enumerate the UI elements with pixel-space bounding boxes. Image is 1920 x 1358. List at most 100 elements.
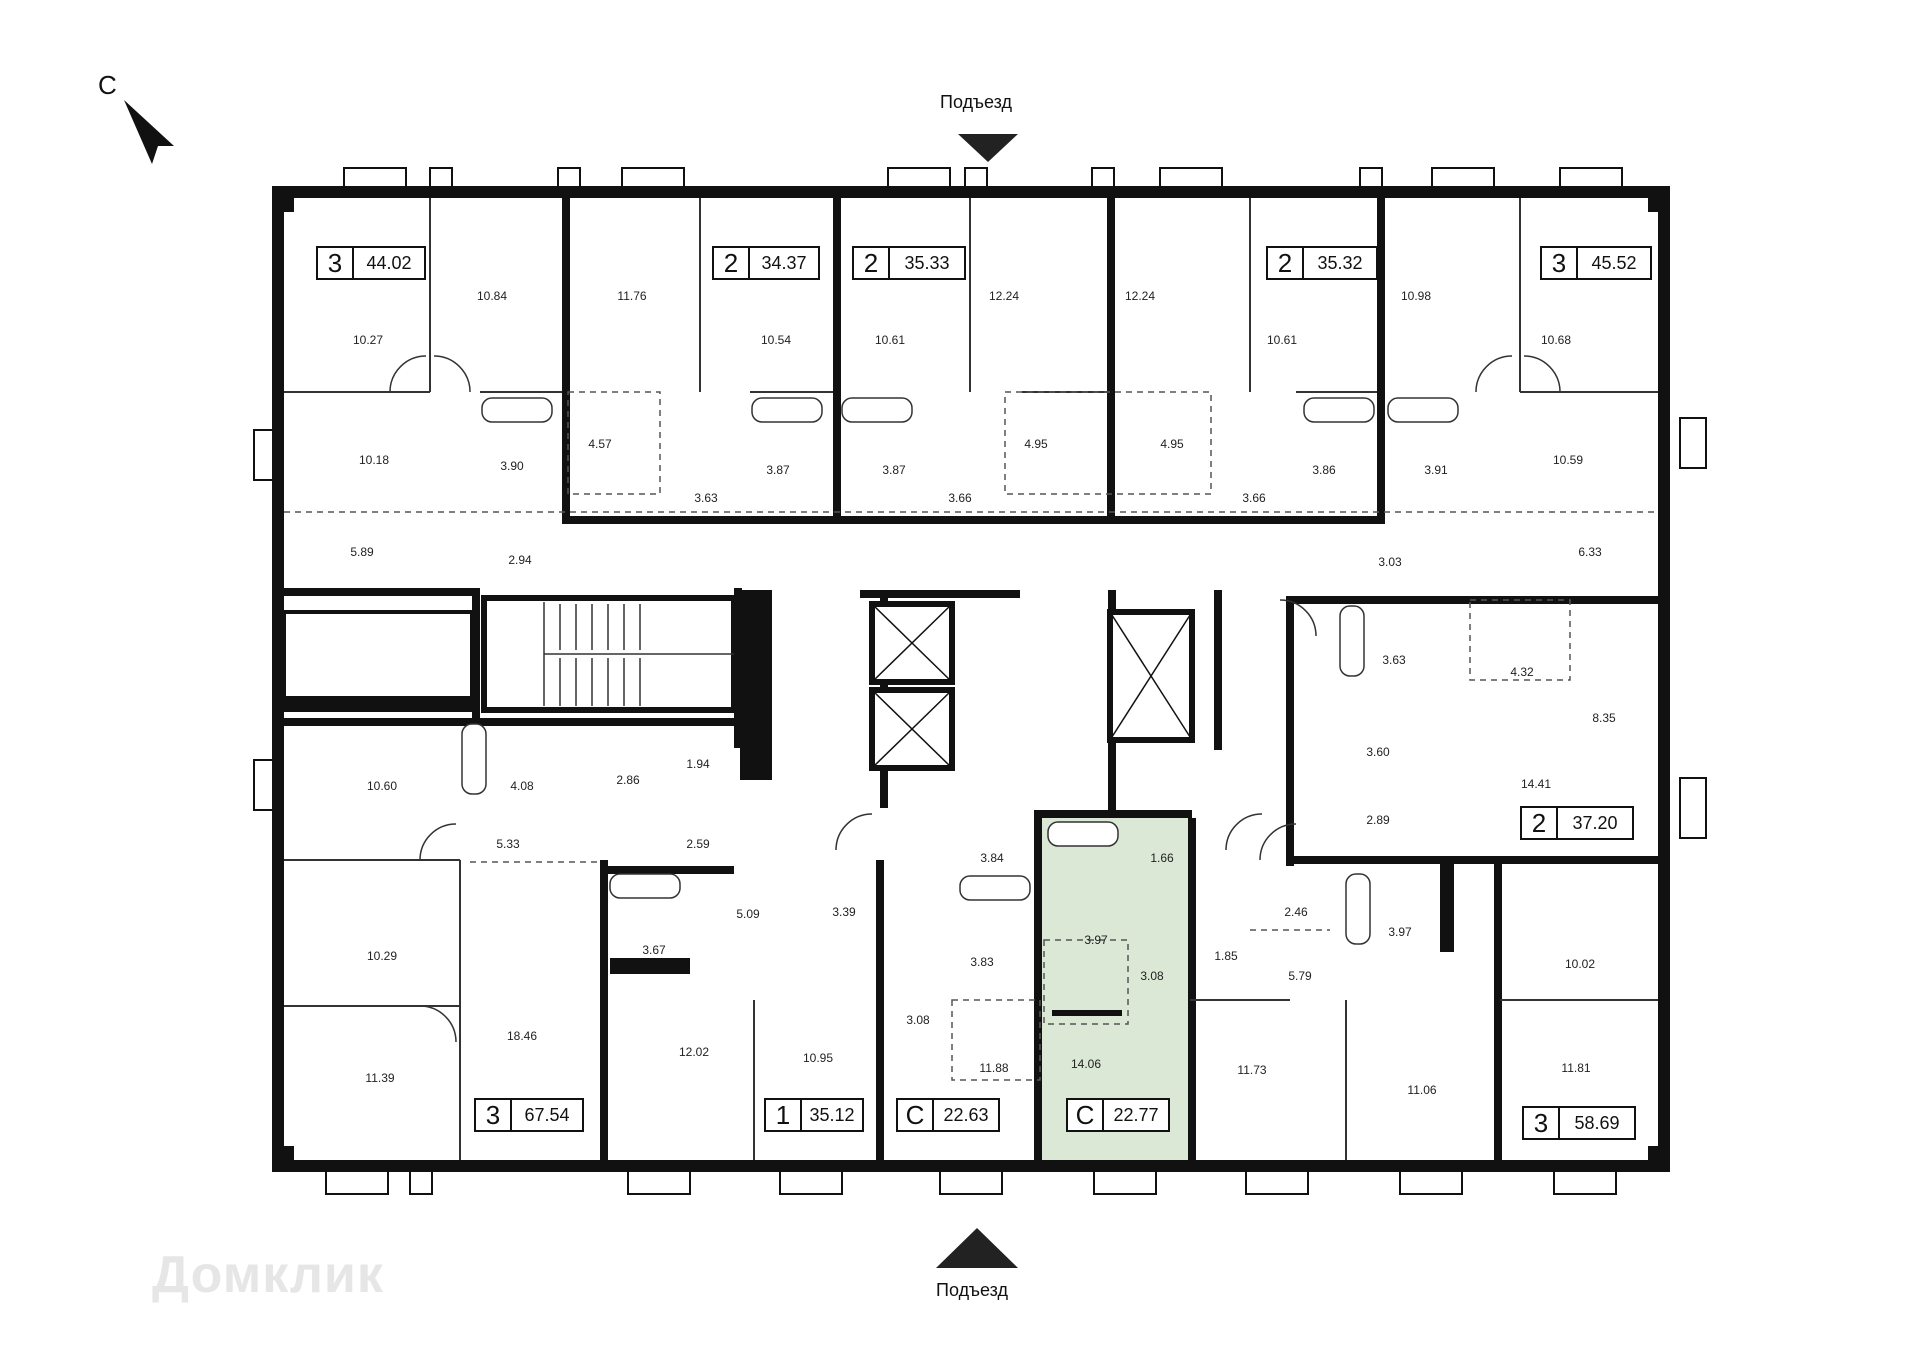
apartment-area: 35.32 bbox=[1317, 252, 1363, 273]
room-area: 10.98 bbox=[1400, 289, 1432, 303]
room-area: 11.39 bbox=[365, 1071, 395, 1085]
apartment-tag[interactable]: 3 58.69 bbox=[1522, 1106, 1636, 1140]
entrance-label-bottom: Подъезд bbox=[936, 1280, 1008, 1300]
room-area: 5.09 bbox=[736, 907, 760, 921]
room-area: 11.81 bbox=[1561, 1061, 1591, 1075]
room-area: 10.27 bbox=[352, 333, 384, 347]
room-area: 2.86 bbox=[616, 773, 640, 787]
room-area: 3.08 bbox=[1140, 969, 1164, 983]
room-area: 5.33 bbox=[496, 837, 520, 851]
room-area: 3.87 bbox=[766, 463, 790, 477]
room-area: 10.02 bbox=[1564, 957, 1596, 971]
room-area: 3.86 bbox=[1312, 463, 1336, 477]
bathtubs bbox=[461, 397, 1459, 945]
apartment-area: 67.54 bbox=[524, 1104, 570, 1125]
core bbox=[282, 595, 1195, 771]
room-area: 11.76 bbox=[617, 289, 647, 303]
room-count: С bbox=[1068, 1100, 1104, 1130]
room-area: 3.66 bbox=[1242, 491, 1266, 505]
room-area: 3.63 bbox=[694, 491, 718, 505]
entrance-bottom-arrow bbox=[936, 1228, 1018, 1268]
apartment-tag[interactable]: 3 44.02 bbox=[316, 246, 426, 280]
room-area: 11.88 bbox=[979, 1061, 1009, 1075]
room-area: 14.06 bbox=[1070, 1057, 1102, 1071]
apartment-area: 45.52 bbox=[1591, 252, 1637, 273]
room-area: 10.54 bbox=[760, 333, 792, 347]
room-area: 3.63 bbox=[1382, 653, 1406, 667]
room-count: С bbox=[898, 1100, 934, 1130]
room-area: 1.94 bbox=[686, 757, 710, 771]
room-area: 5.89 bbox=[350, 545, 374, 559]
doors bbox=[389, 355, 1561, 1043]
room-area: 2.94 bbox=[508, 553, 532, 567]
apartment-area: 22.77 bbox=[1113, 1104, 1159, 1125]
north-arrow-icon bbox=[124, 100, 174, 164]
room-area: 10.59 bbox=[1552, 453, 1584, 467]
apartment-tag[interactable]: 2 34.37 bbox=[712, 246, 820, 280]
apartment-tag[interactable]: 3 67.54 bbox=[474, 1098, 584, 1132]
apartment-tag[interactable]: 3 45.52 bbox=[1540, 246, 1652, 280]
apartment-tag[interactable]: С 22.77 bbox=[1066, 1098, 1170, 1132]
apartment-area: 22.63 bbox=[943, 1104, 989, 1125]
room-area: 10.84 bbox=[476, 289, 508, 303]
room-area: 10.61 bbox=[1266, 333, 1298, 347]
room-area: 12.02 bbox=[678, 1045, 710, 1059]
watermark: Домклик bbox=[152, 1246, 384, 1304]
room-area: 4.32 bbox=[1510, 665, 1534, 679]
room-count: 2 bbox=[1522, 808, 1558, 838]
apartment-area: 58.69 bbox=[1574, 1112, 1620, 1133]
room-area: 12.24 bbox=[988, 289, 1020, 303]
room-area: 4.95 bbox=[1160, 437, 1184, 451]
room-area: 11.73 bbox=[1237, 1063, 1267, 1077]
dashed-zones bbox=[284, 391, 1658, 1081]
room-area: 10.60 bbox=[366, 779, 398, 793]
room-area: 5.79 bbox=[1288, 969, 1312, 983]
room-area: 4.95 bbox=[1024, 437, 1048, 451]
apartment-tag[interactable]: 2 35.32 bbox=[1266, 246, 1378, 280]
room-area: 10.18 bbox=[358, 453, 390, 467]
room-area: 8.35 bbox=[1592, 711, 1616, 725]
room-area: 3.67 bbox=[642, 943, 666, 957]
apartment-area: 35.12 bbox=[809, 1104, 855, 1125]
room-area: 3.91 bbox=[1424, 463, 1448, 477]
apartment-area: 34.37 bbox=[761, 252, 807, 273]
apartment-tag[interactable]: 2 35.33 bbox=[852, 246, 966, 280]
room-count: 3 bbox=[1542, 248, 1578, 278]
room-area: 4.08 bbox=[510, 779, 534, 793]
apartment-tag[interactable]: С 22.63 bbox=[896, 1098, 1000, 1132]
apartment-tag[interactable]: 2 37.20 bbox=[1520, 806, 1634, 840]
room-area: 6.33 bbox=[1578, 545, 1602, 559]
room-count: 3 bbox=[476, 1100, 512, 1130]
room-count: 2 bbox=[714, 248, 750, 278]
room-area: 10.61 bbox=[874, 333, 906, 347]
room-area: 10.68 bbox=[1540, 333, 1572, 347]
entrance-top-arrow bbox=[958, 134, 1018, 162]
apartment-area: 44.02 bbox=[366, 252, 412, 273]
room-area: 3.03 bbox=[1378, 555, 1402, 569]
room-area: 18.46 bbox=[506, 1029, 538, 1043]
room-area: 3.87 bbox=[882, 463, 906, 477]
interior-walls bbox=[284, 198, 1658, 1160]
room-count: 3 bbox=[318, 248, 354, 278]
apartment-area: 37.20 bbox=[1572, 812, 1618, 833]
apartment-area: 35.33 bbox=[904, 252, 950, 273]
room-count: 2 bbox=[854, 248, 890, 278]
compass-label: С bbox=[98, 70, 117, 100]
room-area: 3.97 bbox=[1084, 933, 1108, 947]
room-area: 10.95 bbox=[802, 1051, 834, 1065]
room-area: 2.89 bbox=[1366, 813, 1390, 827]
room-area: 3.83 bbox=[970, 955, 994, 969]
room-area: 1.85 bbox=[1214, 949, 1238, 963]
room-count: 3 bbox=[1524, 1108, 1560, 1138]
room-count: 1 bbox=[766, 1100, 802, 1130]
room-area: 12.24 bbox=[1124, 289, 1156, 303]
outer-walls bbox=[272, 186, 1670, 1172]
room-area: 1.66 bbox=[1150, 851, 1174, 865]
room-area: 2.46 bbox=[1284, 905, 1308, 919]
room-area: 3.08 bbox=[906, 1013, 930, 1027]
apartment-tag[interactable]: 1 35.12 bbox=[764, 1098, 864, 1132]
room-area: 2.59 bbox=[686, 837, 710, 851]
room-area: 3.39 bbox=[832, 905, 856, 919]
room-area: 3.90 bbox=[500, 459, 524, 473]
room-area: 3.66 bbox=[948, 491, 972, 505]
